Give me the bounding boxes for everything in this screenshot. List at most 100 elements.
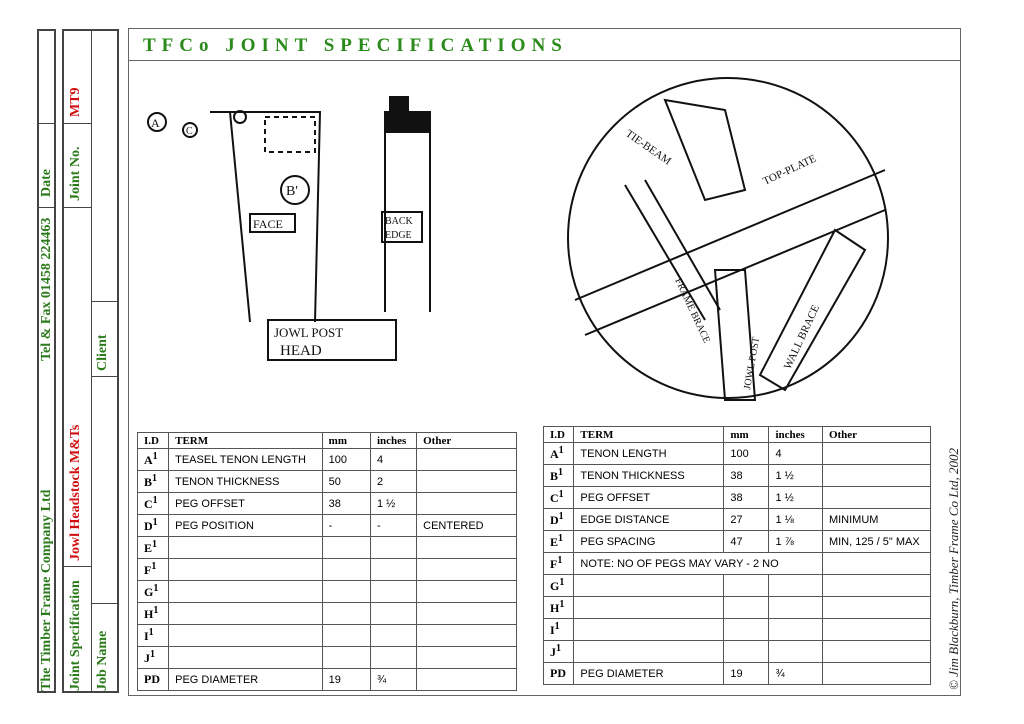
title-block-strip-1: The Timber Frame Company Ltd Tel & Fax 0…	[37, 29, 56, 693]
divider	[91, 301, 119, 302]
table-row: I1	[136, 624, 517, 647]
row-id: E1	[542, 530, 575, 553]
joint-no-value: MT9	[68, 87, 83, 117]
column-header: mm	[723, 426, 770, 443]
inches-cell	[369, 624, 418, 647]
mm-cell	[321, 558, 371, 581]
column-header: inches	[369, 432, 418, 449]
column-header: Other	[416, 432, 517, 449]
other-cell	[821, 574, 932, 597]
svg-text:JOWL POST: JOWL POST	[742, 336, 762, 390]
term-cell	[168, 624, 323, 647]
inches-cell: -	[369, 514, 418, 537]
row-id: E1	[136, 536, 170, 559]
job-name-label: Job Name	[95, 630, 110, 691]
table-row: J1	[136, 646, 517, 669]
inches-cell: 1 ⅛	[768, 508, 823, 531]
column-header: TERM	[573, 426, 725, 443]
other-cell	[416, 536, 517, 559]
inches-cell: 1 ⅞	[768, 530, 823, 553]
inches-cell: 1 ½	[369, 492, 418, 515]
term-cell	[168, 558, 323, 581]
table-row: G1	[542, 574, 932, 597]
page-title: TFCo JOINT SPECIFICATIONS	[143, 35, 568, 56]
term-cell	[168, 646, 323, 669]
inches-cell: 4	[768, 442, 823, 465]
divider	[64, 207, 91, 208]
column-header: Other	[821, 426, 932, 443]
table-row: H1	[542, 596, 932, 619]
table-row: J1	[542, 640, 932, 663]
divider	[91, 376, 119, 377]
inches-cell	[768, 596, 823, 619]
other-cell	[416, 470, 517, 493]
divider	[64, 566, 91, 567]
row-id: D1	[542, 508, 575, 531]
table-row: F1	[136, 558, 517, 581]
title-block-strip-2: Joint Specification Jowl Headstock M&Ts …	[62, 29, 119, 693]
row-id: C1	[542, 486, 575, 509]
other-cell: MIN, 125 / 5" MAX	[821, 530, 932, 553]
mm-cell: 19	[723, 662, 770, 685]
inches-cell	[369, 602, 418, 625]
other-cell	[416, 492, 517, 515]
inches-cell	[369, 646, 418, 669]
other-cell: CENTERED	[416, 514, 517, 537]
other-cell	[821, 464, 932, 487]
svg-text:TIE-BEAM: TIE-BEAM	[623, 128, 673, 168]
term-cell: TENON THICKNESS	[168, 470, 323, 493]
row-id: B1	[542, 464, 575, 487]
inches-cell: 2	[369, 470, 418, 493]
divider	[39, 207, 54, 208]
svg-text:C: C	[186, 126, 193, 137]
tel-fax: Tel & Fax 01458 224463	[39, 217, 54, 361]
other-cell	[416, 448, 517, 471]
svg-text:TOP-PLATE: TOP-PLATE	[761, 153, 818, 188]
term-cell: TENON THICKNESS	[573, 464, 725, 487]
inches-cell	[369, 558, 418, 581]
inches-cell	[369, 536, 418, 559]
spec-sheet: TFCo JOINT SPECIFICATIONS	[128, 28, 961, 696]
column-header: TERM	[168, 432, 323, 449]
term-cell: PEG DIAMETER	[573, 662, 725, 685]
mm-cell: 38	[723, 486, 770, 509]
other-cell	[821, 486, 932, 509]
row-id: G1	[136, 580, 170, 603]
other-cell	[416, 580, 517, 603]
other-cell	[821, 662, 932, 685]
table-row: G1	[136, 580, 517, 603]
inches-cell	[768, 618, 823, 641]
mm-cell: 38	[321, 492, 371, 515]
row-id: F1	[136, 558, 170, 581]
inches-cell	[369, 580, 418, 603]
mm-cell	[321, 580, 371, 603]
term-cell	[573, 596, 725, 619]
row-id: A1	[136, 448, 170, 471]
other-cell	[821, 552, 932, 575]
mm-cell	[321, 536, 371, 559]
face-label: FACE	[253, 217, 283, 231]
mm-cell	[723, 618, 770, 641]
mm-cell	[321, 646, 371, 669]
other-cell	[821, 442, 932, 465]
row-id: H1	[542, 596, 575, 619]
mm-cell	[321, 602, 371, 625]
mm-cell: 50	[321, 470, 371, 493]
inches-cell: ¾	[369, 668, 418, 691]
term-cell	[573, 574, 725, 597]
other-cell	[416, 646, 517, 669]
column-header: I.D	[136, 432, 170, 449]
other-cell	[821, 618, 932, 641]
divider	[64, 123, 91, 124]
row-id: J1	[136, 646, 170, 669]
inches-cell: 1 ½	[768, 464, 823, 487]
column-header: mm	[321, 432, 371, 449]
row-id: B1	[136, 470, 170, 493]
